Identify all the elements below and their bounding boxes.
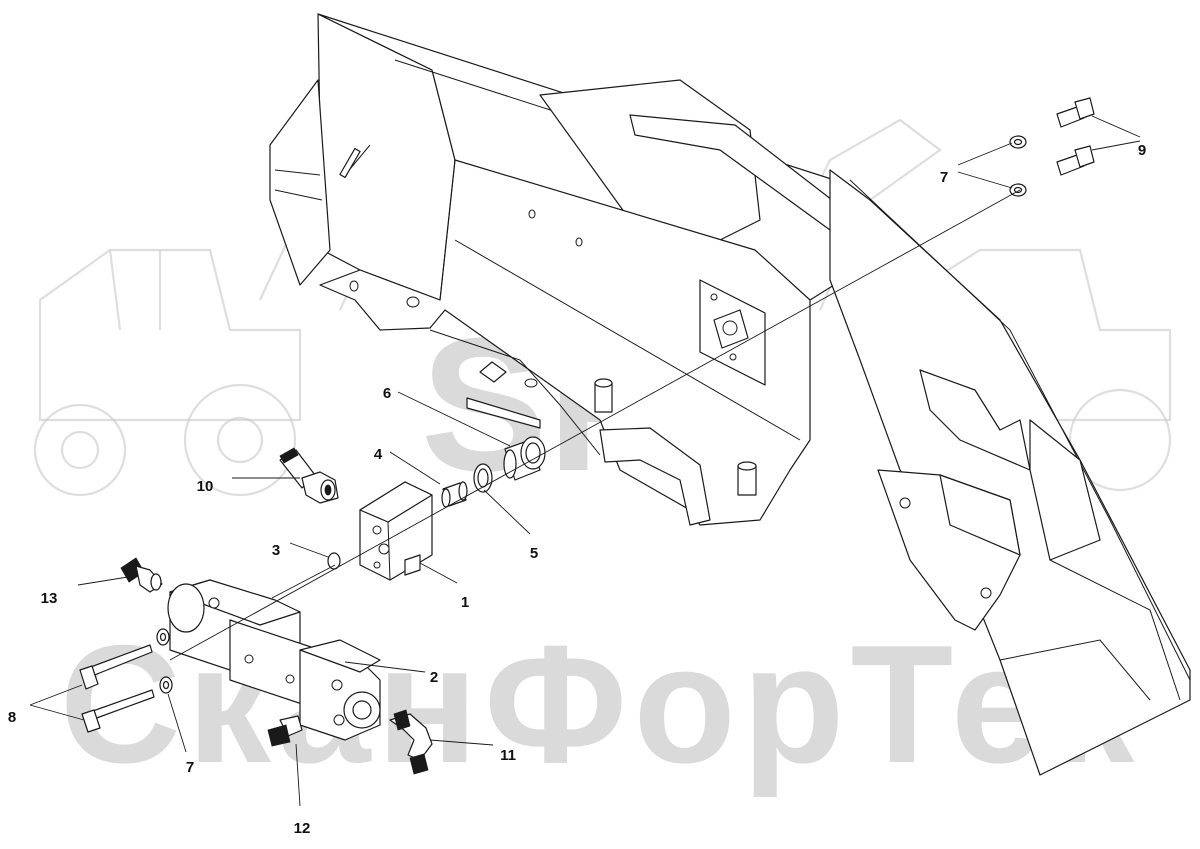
pump-body — [167, 579, 381, 741]
callout-8: 8 — [8, 709, 16, 726]
callout-3: 3 — [272, 542, 280, 559]
callout-9: 9 — [1138, 142, 1146, 159]
bolts-short — [1056, 97, 1095, 176]
assembly-axis-line-2 — [271, 564, 336, 599]
callout-4: 4 — [374, 446, 383, 463]
leader-lines — [29, 115, 1141, 807]
callout-1: 1 — [461, 594, 469, 611]
lift-arm — [829, 169, 1191, 776]
frame-bracket — [269, 13, 891, 526]
straight-fitting — [120, 557, 163, 593]
bolts-long — [79, 644, 155, 733]
callout-2: 2 — [430, 669, 438, 686]
straight-fitting-lower — [267, 715, 303, 747]
elbow-fitting-lower — [389, 709, 433, 775]
elbow-fitting-upper — [279, 447, 339, 504]
callout-7-top: 7 — [940, 169, 948, 186]
callout-11: 11 — [500, 747, 516, 764]
washers — [156, 135, 1027, 694]
callout-7-bottom: 7 — [186, 759, 194, 776]
adapter-block — [359, 481, 433, 581]
assembly-axis-line — [169, 189, 1021, 661]
callout-6: 6 — [383, 385, 391, 402]
callout-10: 10 — [197, 478, 214, 495]
callout-labels: 1 2 3 4 5 6 7 7 8 9 10 11 12 13 — [8, 142, 1146, 837]
callout-13: 13 — [41, 590, 58, 607]
bushing — [441, 481, 468, 508]
callout-12: 12 — [294, 820, 311, 837]
o-ring-large — [473, 463, 493, 493]
watermark-tractor-left — [33, 248, 302, 497]
callout-5: 5 — [530, 545, 538, 562]
